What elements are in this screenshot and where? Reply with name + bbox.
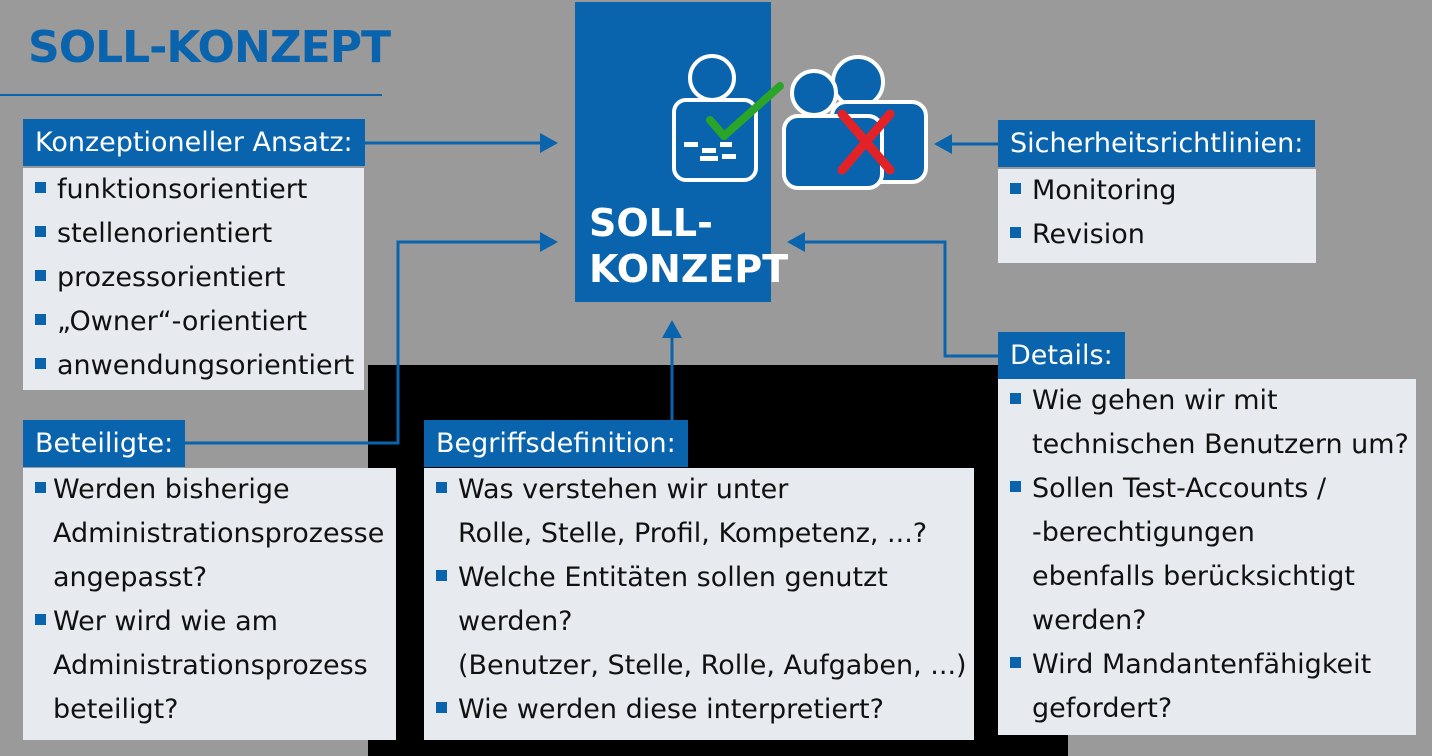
beteiligte-line: Administrationsprozess [53,650,368,681]
beteiligte-line: Werden bisherige [53,474,290,505]
details-line: gefordert? [1032,693,1173,724]
begriff-box: Was verstehen wir unter Rolle, Stelle, P… [424,468,974,740]
details-item: Sollen Test-Accounts / -berechtigungen e… [998,467,1416,643]
begriff-line: Rolle, Stelle, Profil, Kompetenz, ...? [458,518,928,549]
details-header: Details: [998,332,1125,379]
ansatz-item: anwendungsorientiert [23,344,364,388]
center-label-line2: KONZEPT [589,247,789,291]
sicherheit-box: Monitoring Revision [998,169,1316,263]
sicherheit-header: Sicherheitsrichtlinien: [998,120,1316,167]
begriff-line: werden? [458,606,573,637]
details-line: ebenfalls berücksichtigt [1032,561,1355,592]
details-line: Wie gehen wir mit [1032,385,1278,416]
details-line: technischen Benutzern um? [1032,429,1409,460]
arrow-begriff-head [662,320,682,338]
page-title: SOLL-KONZEPT [28,22,391,73]
center-label-line1: SOLL- [589,201,713,245]
arrow-details-head [787,232,805,252]
begriff-line: (Benutzer, Stelle, Rolle, Aufgaben, ...) [458,650,967,681]
beteiligte-line: angepasst? [53,562,208,593]
ansatz-header: Konzeptioneller Ansatz: [23,119,365,166]
beteiligte-item: Werden bisherige Administrationsprozesse… [23,468,396,600]
details-line: Sollen Test-Accounts / [1032,473,1327,504]
beteiligte-box: Werden bisherige Administrationsprozesse… [23,468,396,740]
arrow-beteiligte-head [540,232,558,252]
sicherheit-item: Revision [998,213,1316,257]
ansatz-box: funktionsorientiert stellenorientiert pr… [23,168,364,390]
begriff-line: Wie werden diese interpretiert? [458,694,884,725]
begriff-item: Was verstehen wir unter Rolle, Stelle, P… [424,468,974,556]
approved-user-icon [672,54,784,182]
details-box: Wie gehen wir mit technischen Benutzern … [998,379,1416,735]
ansatz-item: funktionsorientiert [23,168,364,212]
details-item: Wird Mandantenfähigkeit gefordert? [998,643,1416,731]
ansatz-item: stellenorientiert [23,212,364,256]
arrow-beteiligte-line [183,240,542,445]
arrow-sicherheit-head [934,134,952,154]
title-underline [0,94,382,96]
begriff-line: Was verstehen wir unter [458,474,789,505]
center-label: SOLL- KONZEPT [589,200,788,292]
details-item: Wie gehen wir mit technischen Benutzern … [998,379,1416,467]
ansatz-item: „Owner“-orientiert [23,300,364,344]
arrow-details-line [802,240,998,358]
beteiligte-line: Administrationsprozesse [53,518,385,549]
begriff-line: Welche Entitäten sollen genutzt [458,562,888,593]
begriff-item: Welche Entitäten sollen genutzt werden? … [424,556,974,688]
beteiligte-line: Wer wird wie am [53,606,278,637]
ansatz-item: prozessorientiert [23,256,364,300]
arrow-ansatz-head [540,133,558,153]
details-line: werden? [1032,605,1147,636]
begriff-header: Begriffsdefinition: [424,420,688,467]
beteiligte-header: Beteiligte: [23,420,186,467]
details-line: Wird Mandantenfähigkeit [1032,649,1372,680]
rejected-users-icon [782,55,928,190]
begriff-item: Wie werden diese interpretiert? [424,688,974,732]
people-icons [672,54,928,190]
details-line: -berechtigungen [1032,517,1255,548]
beteiligte-line: beteiligt? [53,694,179,725]
beteiligte-item: Wer wird wie am Administrationsprozess b… [23,600,396,732]
sicherheit-item: Monitoring [998,169,1316,213]
